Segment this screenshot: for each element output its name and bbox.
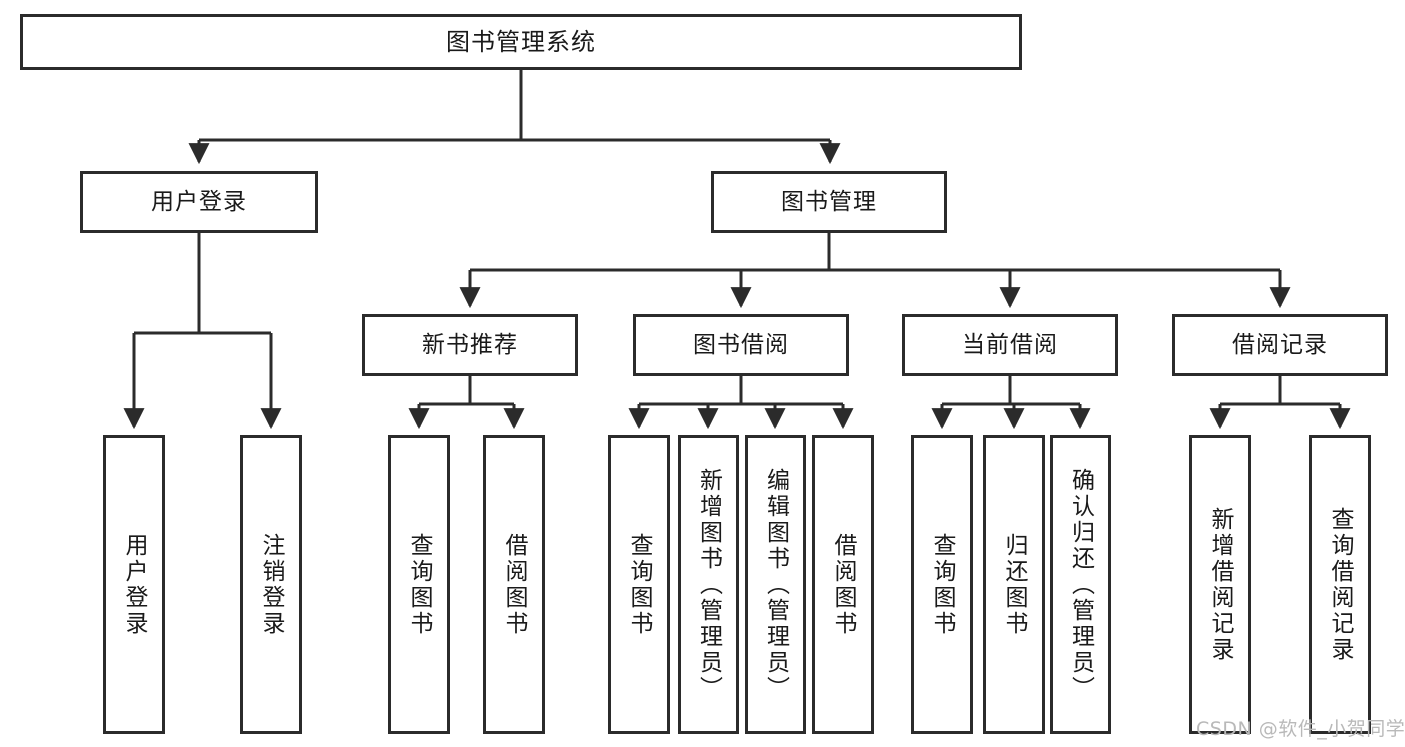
node-current-borrow-label: 当前借阅 — [962, 331, 1058, 358]
node-leaf-borrow-book-2[interactable]: 借阅图书 — [812, 435, 874, 734]
node-borrow-record-label: 借阅记录 — [1232, 331, 1328, 358]
node-leaf-query-book-1[interactable]: 查询图书 — [388, 435, 450, 734]
node-leaf-add-book[interactable]: 新增图书（管理员） — [678, 435, 739, 734]
node-book-manage-label: 图书管理 — [781, 188, 877, 215]
csdn-watermark: CSDN @软件_小贺同学 — [1196, 718, 1405, 740]
node-leaf-borrow-book-1[interactable]: 借阅图书 — [483, 435, 545, 734]
node-leaf-user-logout-label: 注销登录 — [258, 532, 285, 637]
node-new-book-rec-label: 新书推荐 — [422, 331, 518, 358]
node-leaf-user-login-label: 用户登录 — [121, 532, 148, 637]
node-root[interactable]: 图书管理系统 — [20, 14, 1022, 70]
node-leaf-return-book-label: 归还图书 — [1001, 532, 1028, 637]
node-leaf-borrow-book-2-label: 借阅图书 — [830, 532, 857, 637]
node-user-login-label: 用户登录 — [151, 188, 247, 215]
node-leaf-confirm-return[interactable]: 确认归还（管理员） — [1050, 435, 1111, 734]
node-leaf-edit-book[interactable]: 编辑图书（管理员） — [745, 435, 806, 734]
node-leaf-confirm-return-label: 确认归还（管理员） — [1067, 467, 1094, 702]
node-current-borrow[interactable]: 当前借阅 — [902, 314, 1118, 376]
node-book-borrow-label: 图书借阅 — [693, 331, 789, 358]
node-leaf-user-logout[interactable]: 注销登录 — [240, 435, 302, 734]
node-leaf-add-record-label: 新增借阅记录 — [1207, 506, 1234, 663]
node-leaf-query-book-3-label: 查询图书 — [929, 532, 956, 637]
node-leaf-return-book[interactable]: 归还图书 — [983, 435, 1045, 734]
node-leaf-query-book-2-label: 查询图书 — [626, 532, 653, 637]
node-leaf-edit-book-label: 编辑图书（管理员） — [762, 467, 789, 702]
node-leaf-query-record[interactable]: 查询借阅记录 — [1309, 435, 1371, 734]
node-leaf-query-record-label: 查询借阅记录 — [1327, 506, 1354, 663]
node-leaf-query-book-1-label: 查询图书 — [406, 532, 433, 637]
node-user-login[interactable]: 用户登录 — [80, 171, 318, 233]
node-leaf-add-book-label: 新增图书（管理员） — [695, 467, 722, 702]
node-new-book-rec[interactable]: 新书推荐 — [362, 314, 578, 376]
node-root-label: 图书管理系统 — [446, 28, 596, 56]
node-borrow-record[interactable]: 借阅记录 — [1172, 314, 1388, 376]
node-book-borrow[interactable]: 图书借阅 — [633, 314, 849, 376]
node-leaf-user-login[interactable]: 用户登录 — [103, 435, 165, 734]
node-leaf-borrow-book-1-label: 借阅图书 — [501, 532, 528, 637]
node-leaf-query-book-3[interactable]: 查询图书 — [911, 435, 973, 734]
node-leaf-add-record[interactable]: 新增借阅记录 — [1189, 435, 1251, 734]
node-book-manage[interactable]: 图书管理 — [711, 171, 947, 233]
node-leaf-query-book-2[interactable]: 查询图书 — [608, 435, 670, 734]
